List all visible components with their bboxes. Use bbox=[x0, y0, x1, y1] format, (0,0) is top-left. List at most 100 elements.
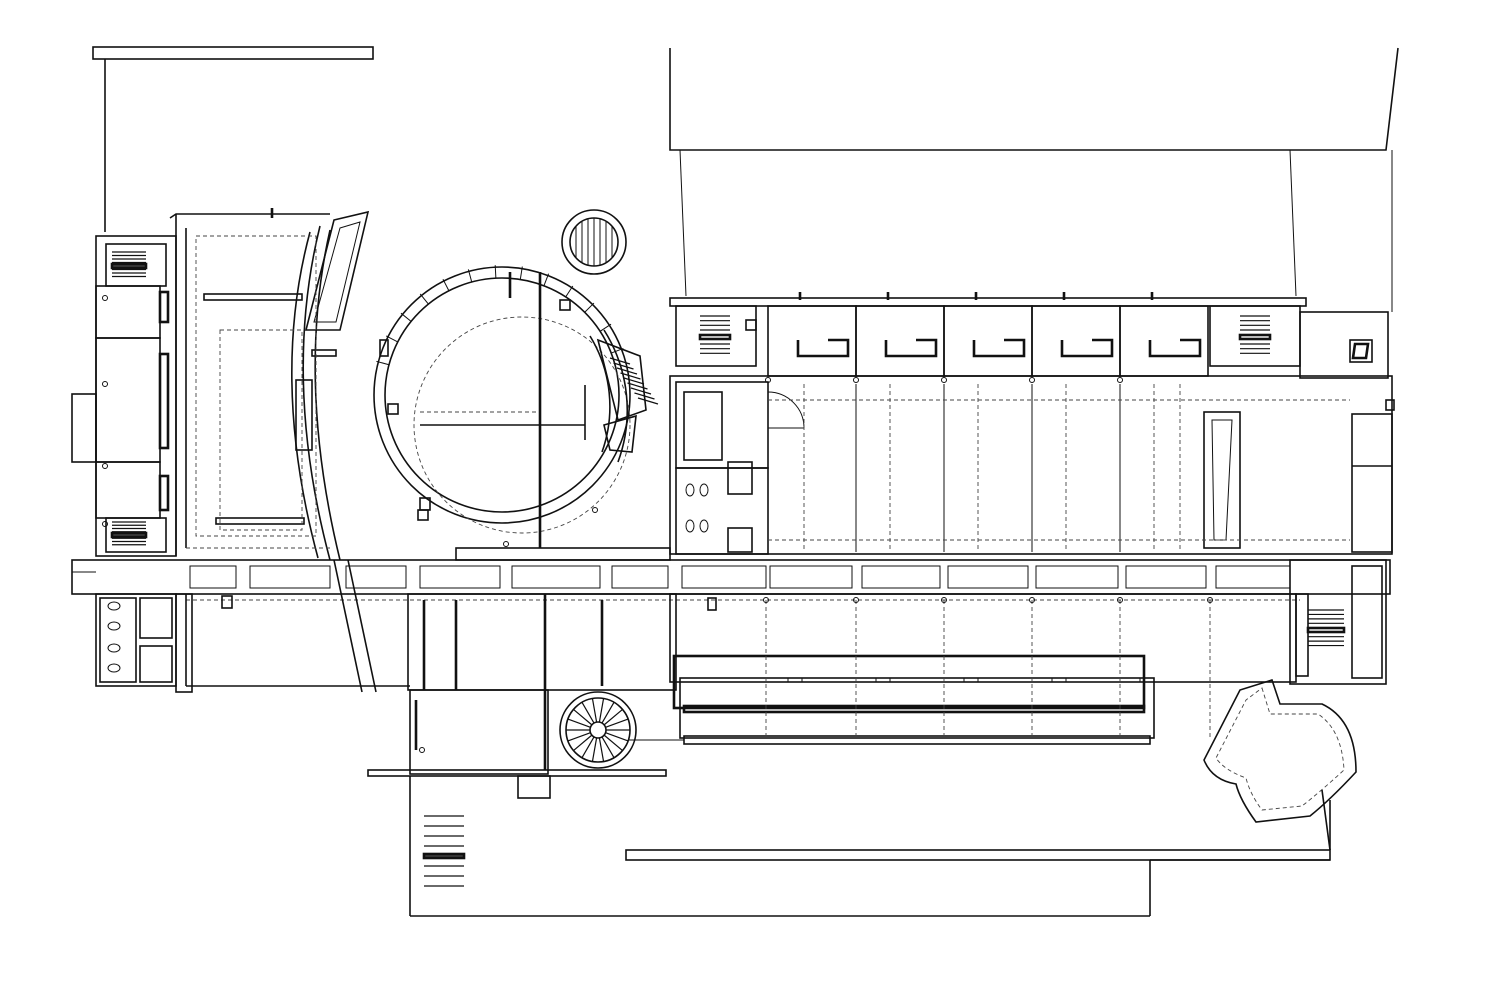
column-marker bbox=[1029, 377, 1035, 383]
column-marker bbox=[1029, 597, 1035, 603]
corridor-window bbox=[249, 565, 331, 589]
round-hall-ring-segments bbox=[376, 265, 624, 521]
spiral-tread bbox=[581, 701, 595, 724]
column-marker bbox=[763, 597, 769, 603]
south-central-block bbox=[367, 593, 677, 799]
stair-east-north-west bbox=[698, 315, 732, 354]
stair-landing-rail bbox=[110, 531, 148, 539]
ring-mullion bbox=[599, 323, 612, 332]
terrace-stair bbox=[422, 815, 466, 887]
toilet-fixture bbox=[107, 601, 121, 611]
spiral-tread bbox=[581, 736, 595, 759]
spiral-tread bbox=[605, 732, 629, 742]
spiral-tread bbox=[605, 718, 629, 728]
stair-tread bbox=[627, 382, 648, 390]
south-west-rooms bbox=[95, 593, 410, 693]
spiral-tread bbox=[591, 737, 598, 762]
ring-mullion bbox=[376, 360, 390, 366]
toilet-fixture bbox=[107, 643, 121, 653]
bench-block bbox=[875, 677, 891, 683]
corridor-window bbox=[1215, 565, 1291, 589]
round-hall bbox=[373, 266, 671, 561]
site-boundary bbox=[92, 46, 1399, 312]
spiral-tread bbox=[598, 698, 605, 723]
spiral-tread bbox=[567, 732, 591, 742]
ramp bbox=[333, 559, 377, 693]
stair-west-north bbox=[110, 251, 148, 278]
ring-mullion bbox=[519, 266, 523, 280]
skylight-louvres bbox=[575, 218, 613, 266]
water-feature bbox=[1203, 679, 1357, 851]
stair-landing-rail bbox=[1238, 333, 1272, 341]
north-bays bbox=[765, 292, 1209, 383]
stair-tread bbox=[613, 362, 634, 370]
toilet-fixture bbox=[107, 663, 121, 673]
stair-tread bbox=[630, 387, 652, 395]
toilets-west bbox=[107, 483, 709, 673]
stair-landing-rail bbox=[110, 262, 148, 270]
toilet-fixture bbox=[107, 621, 121, 631]
spiral-stair-treads bbox=[566, 698, 630, 762]
stair-tread bbox=[634, 392, 655, 400]
ring-mullion bbox=[400, 312, 412, 322]
stair-tread bbox=[637, 397, 659, 405]
ring-mullion bbox=[543, 273, 550, 286]
bench-block bbox=[1051, 677, 1067, 683]
column-marker bbox=[853, 597, 859, 603]
stair-tread bbox=[616, 367, 638, 375]
ring-column bbox=[559, 299, 571, 311]
bench-block bbox=[1139, 677, 1155, 683]
corridor-window bbox=[189, 565, 237, 589]
bench-block bbox=[963, 677, 979, 683]
corridor-window bbox=[947, 565, 1029, 589]
bench-block bbox=[787, 677, 803, 683]
south-terrace bbox=[409, 776, 1331, 917]
stair-landing-rail bbox=[422, 852, 466, 860]
bay-fitting bbox=[972, 338, 1026, 358]
corridor-window bbox=[511, 565, 601, 589]
spiral-tread bbox=[601, 701, 615, 724]
column-marker bbox=[853, 377, 859, 383]
west-wing bbox=[71, 235, 177, 557]
spiral-tread bbox=[573, 708, 593, 726]
round-hall-stair bbox=[609, 357, 659, 405]
spiral-tread bbox=[591, 698, 598, 723]
bay-fitting bbox=[1148, 338, 1202, 358]
toilet-fixture bbox=[699, 483, 709, 497]
ring-mullion bbox=[419, 293, 429, 305]
stair-west-south bbox=[110, 521, 148, 546]
corridor-window bbox=[769, 565, 853, 589]
spiral-tread bbox=[598, 737, 605, 762]
stair-tread bbox=[623, 377, 645, 385]
toilet-fixture bbox=[685, 519, 695, 533]
toilet-fixture bbox=[699, 519, 709, 533]
corridor-window bbox=[1125, 565, 1207, 589]
ring-mullion bbox=[442, 278, 450, 291]
stair-east-north-east bbox=[1238, 315, 1272, 354]
main-hall-structural-grid bbox=[768, 384, 1350, 552]
stair-landing-rail bbox=[698, 333, 732, 341]
spiral-tread bbox=[603, 734, 623, 752]
column-marker bbox=[1117, 597, 1123, 603]
stair-tread bbox=[609, 357, 631, 365]
south-bays bbox=[763, 597, 1213, 740]
corridor-window bbox=[611, 565, 669, 589]
ring-mullion bbox=[385, 335, 398, 343]
ring-column bbox=[417, 509, 429, 521]
corridor-window bbox=[861, 565, 941, 589]
spiral-tread bbox=[603, 708, 623, 726]
ring-mullion bbox=[494, 265, 497, 279]
column-marker bbox=[1117, 377, 1123, 383]
ring-mullion bbox=[565, 285, 574, 298]
east-north-rooms bbox=[669, 297, 1389, 379]
stair-east-south bbox=[1306, 609, 1346, 647]
east-main-hall bbox=[669, 375, 1395, 555]
stair-tread bbox=[620, 372, 641, 380]
corridor-window bbox=[681, 565, 767, 589]
ring-mullion bbox=[584, 302, 595, 313]
ring-mullion bbox=[467, 269, 473, 283]
bay-fitting bbox=[884, 338, 938, 358]
column-marker bbox=[1207, 597, 1213, 603]
west-gallery bbox=[169, 208, 370, 561]
